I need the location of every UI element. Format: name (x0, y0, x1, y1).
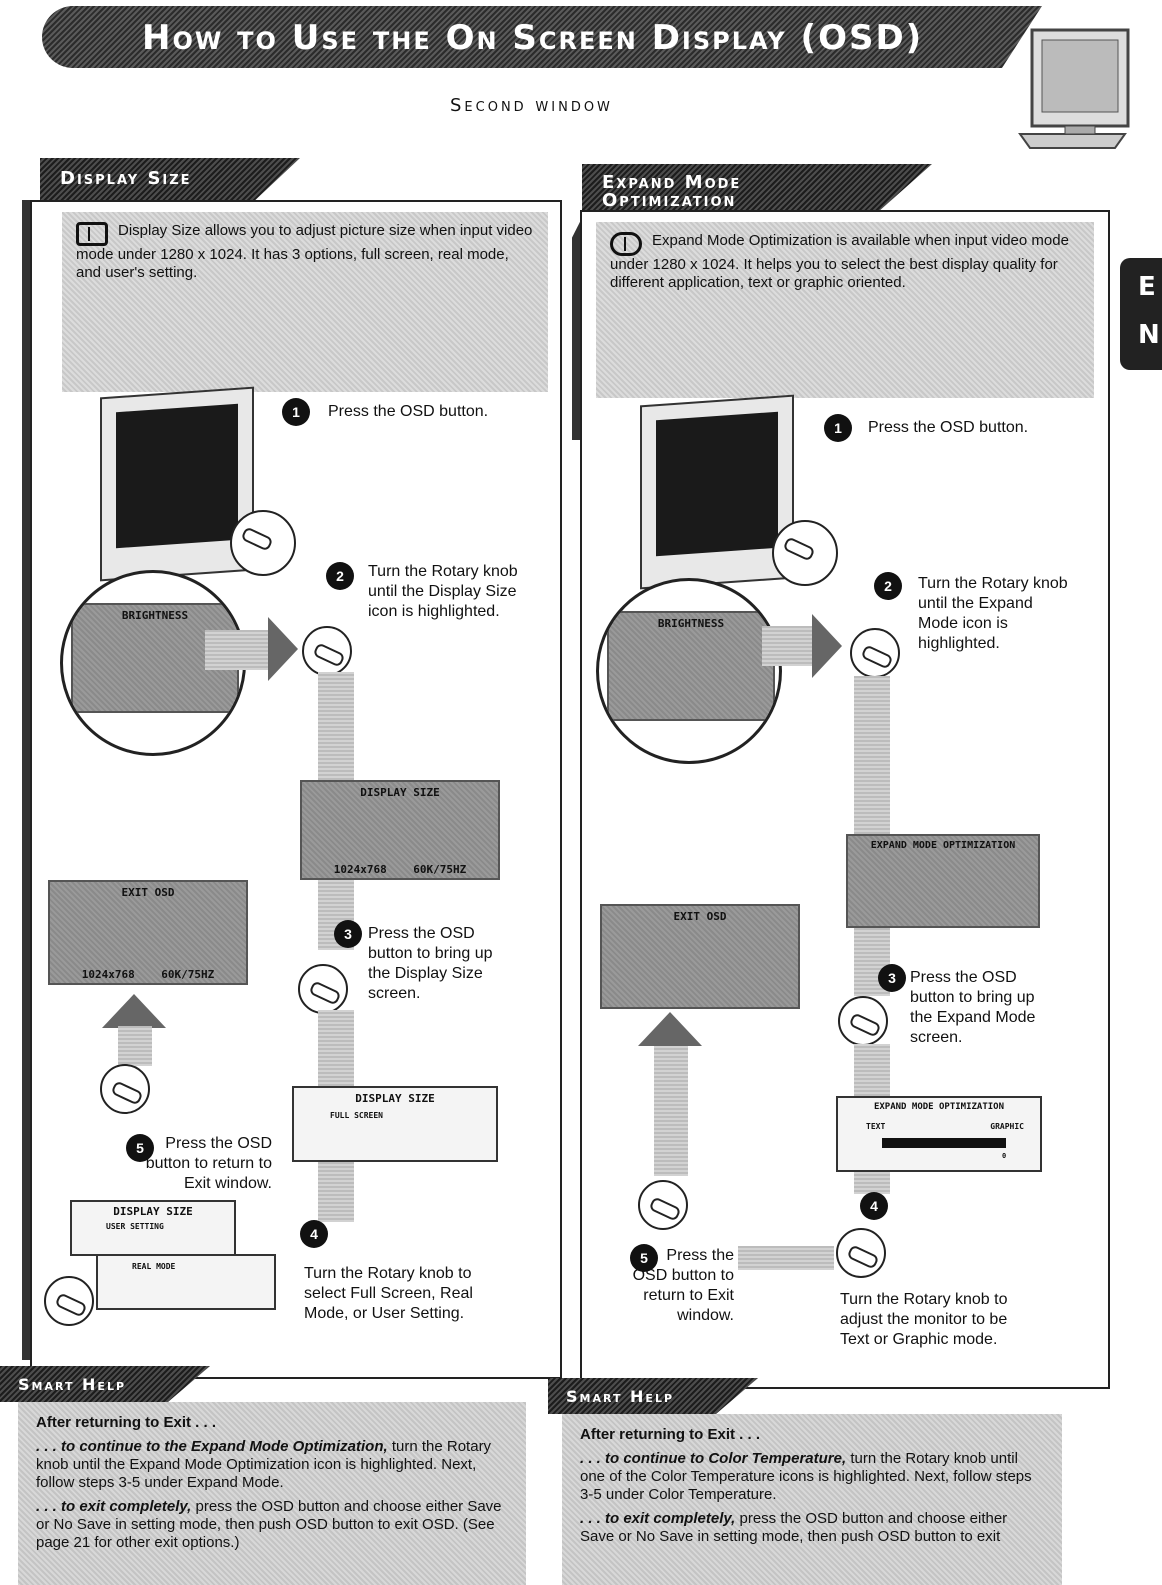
step-1-text: Press the OSD button. (868, 419, 1029, 436)
osd-zoom-circle: BRIGHTNESS (596, 578, 782, 764)
monitor-icon (1018, 28, 1130, 149)
hand-press-icon (772, 520, 838, 586)
step-5-text: Press the OSD button to return to Exit w… (632, 1247, 734, 1324)
left-smart-help-box: After returning to Exit . . . . . . to c… (18, 1402, 526, 1585)
page-title: How to Use the On Screen Display (OSD) (142, 18, 924, 58)
expand-mode-intro: Expand Mode Optimization is available wh… (596, 222, 1094, 398)
expand-mode-osd-screen: EXPAND MODE OPTIMIZATION (846, 834, 1040, 928)
display-size-tab: Display Size (40, 158, 300, 202)
step-3-text: Press the OSD button to bring up the Dis… (368, 925, 493, 1002)
right-smart-help-tab: Smart Help (548, 1378, 758, 1414)
display-size-options-screen: DISPLAY SIZE FULL SCREEN (292, 1086, 498, 1162)
hand-press-icon (230, 510, 296, 576)
rotary-knob-icon (836, 1228, 886, 1278)
rotary-knob-icon (44, 1276, 94, 1326)
exit-osd-screen: EXIT OSD (600, 904, 800, 1009)
step-3-text: Press the OSD button to bring up the Exp… (910, 969, 1036, 1046)
step-4-text: Turn the Rotary knob to adjust the monit… (840, 1291, 1008, 1348)
display-size-osd-screen: DISPLAY SIZE 1024x768 60K/75HZ (300, 780, 500, 880)
hand-press-icon (100, 1064, 150, 1114)
exit-osd-screen: EXIT OSD 1024x768 60K/75HZ (48, 880, 248, 985)
step-2-text: Turn the Rotary knob until the Expand Mo… (918, 575, 1068, 652)
step-5-text: Press the OSD button to return to Exit w… (145, 1135, 272, 1192)
step-4-badge: 4 (300, 1220, 328, 1248)
step-3-badge: 3 (334, 920, 362, 948)
real-mode-screen: REAL MODE (96, 1254, 276, 1310)
left-panel-shade (22, 200, 32, 1360)
display-size-icon (76, 222, 108, 246)
step-1-badge: 1 (824, 414, 852, 442)
step-2-text: Turn the Rotary knob until the Display S… (368, 563, 518, 620)
step-2-badge: 2 (874, 572, 902, 600)
step-2-badge: 2 (326, 562, 354, 590)
hand-press-icon (298, 964, 348, 1014)
expand-mode-icon (610, 232, 642, 256)
arrow-right-icon (812, 614, 842, 678)
arrow-track (205, 630, 275, 670)
rotary-knob-icon (850, 628, 900, 678)
osd-zoom-circle: BRIGHTNESS (60, 570, 246, 756)
hand-press-icon (638, 1180, 688, 1230)
step-1-badge: 1 (282, 398, 310, 426)
page-subtitle: Second window (450, 95, 613, 116)
step-1-text: Press the OSD button. (328, 403, 489, 420)
step-4-text: Turn the Rotary knob to select Full Scre… (304, 1265, 473, 1322)
rotary-knob-icon (302, 626, 352, 676)
step-3-badge: 3 (878, 964, 906, 992)
text-graphic-screen: EXPAND MODE OPTIMIZATION TEXT GRAPHIC 0 (836, 1096, 1042, 1172)
left-smart-help-tab: Smart Help (0, 1366, 210, 1402)
monitor-illustration (640, 394, 794, 590)
hand-press-icon (838, 996, 888, 1046)
language-side-tab: E N (1120, 258, 1162, 370)
arrow-up-icon (102, 994, 166, 1028)
step-5-badge: 5 (126, 1134, 154, 1162)
arrow-up-icon (638, 1012, 702, 1046)
header-banner (42, 6, 1042, 68)
arrow-right-icon (268, 617, 298, 681)
user-setting-screen: DISPLAY SIZE USER SETTING (70, 1200, 236, 1256)
step-5-badge: 5 (630, 1244, 658, 1272)
step-4-badge: 4 (860, 1192, 888, 1220)
vertical-track (318, 672, 354, 782)
right-smart-help-box: After returning to Exit . . . . . . to c… (562, 1414, 1062, 1585)
display-size-intro: Display Size allows you to adjust pictur… (62, 212, 548, 392)
